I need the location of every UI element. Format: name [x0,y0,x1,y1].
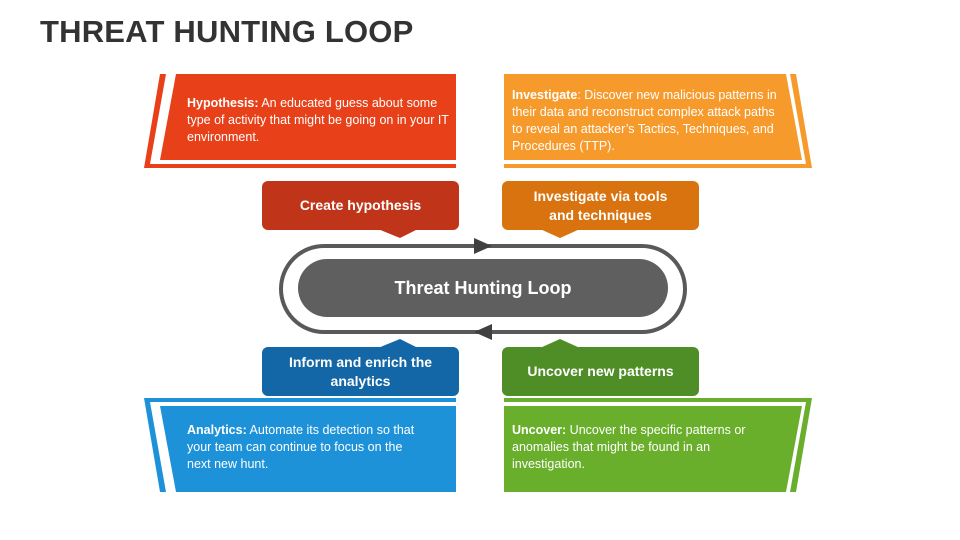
uncover-box [502,339,699,396]
hypothesis-term: Hypothesis: [187,96,259,110]
analytics-term: Analytics: [187,423,247,437]
slide-title: THREAT HUNTING LOOP [40,14,414,49]
investigate-term: Investigate [512,88,578,102]
inform-label: Inform and enrich the analytics [288,353,433,389]
uncover-label: Uncover new patterns [527,363,674,379]
hypothesis-description: Hypothesis: An educated guess about some… [187,95,453,146]
loop-arrow-left [474,324,492,340]
uncover-panel [504,406,802,492]
inform-box [262,339,459,396]
investigate-text: : Discover new malicious patterns in the… [512,88,777,153]
center-label: Threat Hunting Loop [394,277,572,298]
uncover-text: Uncover the specific patterns or anomali… [512,423,746,471]
loop-arrow-right [474,238,492,254]
uncover-description: Uncover: Uncover the specific patterns o… [512,422,762,473]
investigate-label: Investigate via tools and techniques [533,187,668,223]
analytics-panel [160,406,456,492]
hypothesis-text: An educated guess about some type of act… [187,96,449,144]
uncover-term: Uncover: [512,423,567,437]
create-hypothesis-box [262,181,459,238]
analytics-text: Automate its detection so that your team… [187,423,415,471]
hypothesis-panel [160,74,456,160]
create-hypothesis-label: Create hypothesis [299,197,422,213]
analytics-description: Analytics: Automate its detection so tha… [187,422,427,473]
investigate-panel [504,74,802,160]
investigate-description: Investigate: Discover new malicious patt… [512,87,780,155]
investigate-box [502,181,699,238]
center-pill [298,259,668,317]
